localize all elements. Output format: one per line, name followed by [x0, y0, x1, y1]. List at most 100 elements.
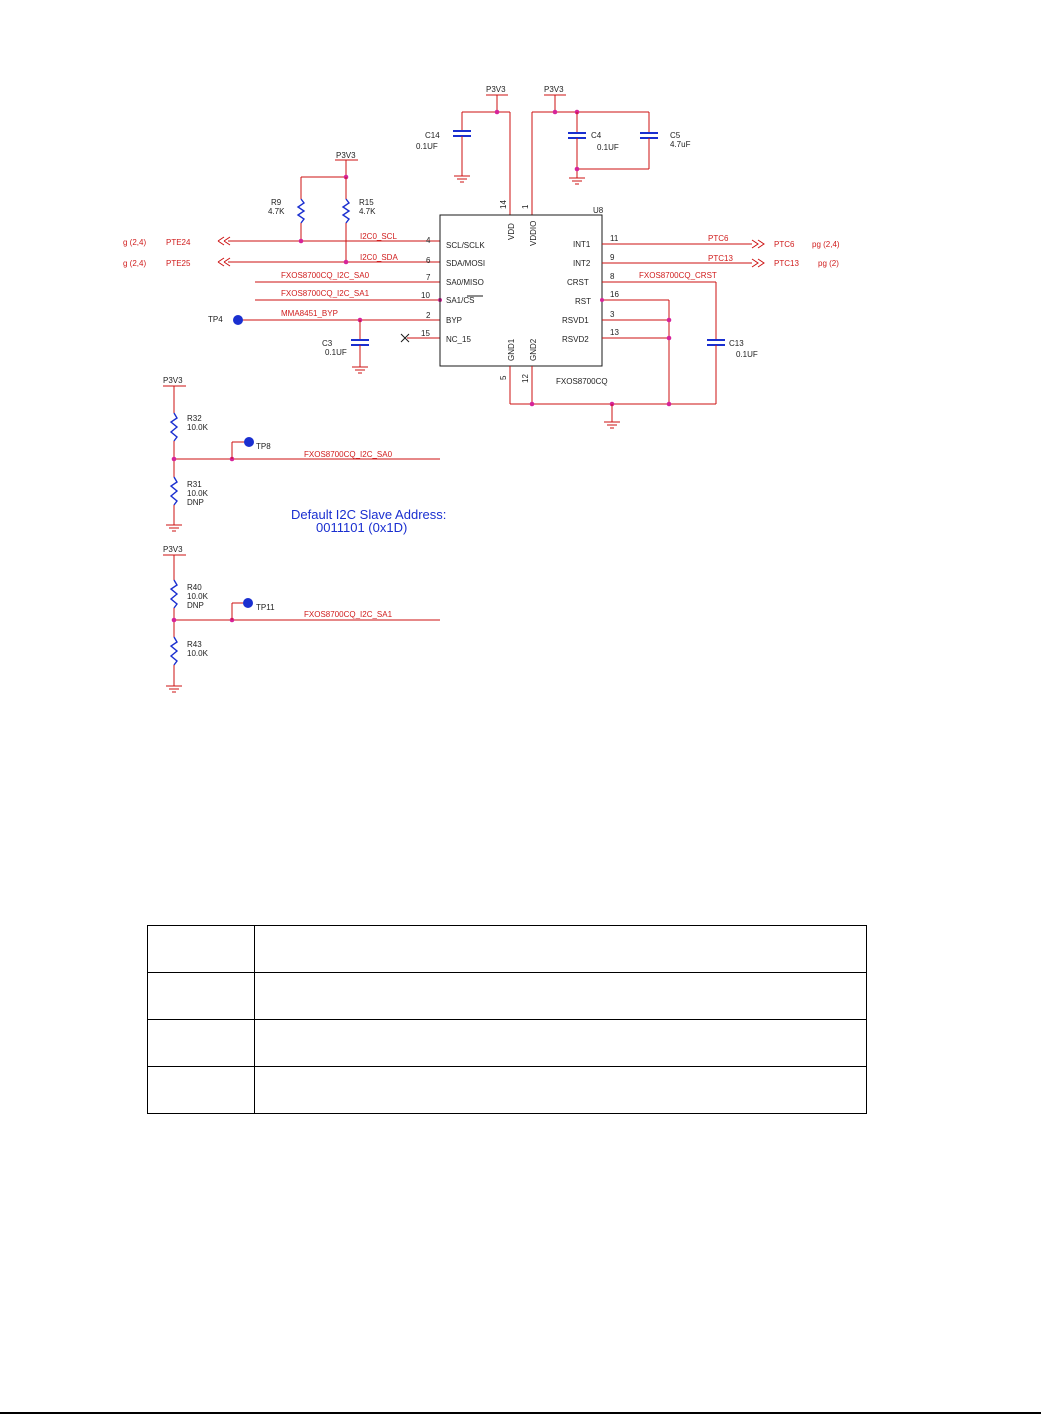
pin-num: 12 — [521, 374, 530, 383]
c4-value: 0.1UF — [597, 143, 619, 152]
pin-name: NC_15 — [446, 335, 471, 344]
pin-num: 11 — [610, 234, 619, 243]
schematic-diagram: P3V3 C14 0.1UF P3V3 C4 0.1UF C5 4.7 — [123, 85, 840, 693]
r32-value: 10.0K — [187, 423, 209, 432]
footer-rule — [0, 1412, 1041, 1414]
pin-num: 15 — [421, 329, 430, 338]
net-sa1: FXOS8700CQ_I2C_SA1 — [281, 289, 370, 298]
table-cell — [147, 1019, 255, 1067]
power-label: P3V3 — [336, 151, 356, 160]
offpage-page-1: g (2,4) — [123, 238, 146, 247]
testpoint-tp4 — [233, 315, 243, 325]
power-label: P3V3 — [486, 85, 506, 94]
tp8-label: TP8 — [256, 442, 271, 451]
pin-num: 14 — [499, 200, 508, 209]
table-cell — [147, 1066, 255, 1114]
offpage-port-pte25: PTE25 — [166, 259, 191, 268]
p3v3-rail-vddio: P3V3 C4 0.1UF C5 4.7uF — [531, 85, 691, 215]
r43-value: 10.0K — [187, 649, 209, 658]
table-cell — [147, 925, 255, 973]
net-sda: I2C0_SDA — [360, 253, 398, 262]
net-ptc13: PTC13 — [708, 254, 733, 263]
pin-name: GND1 — [507, 338, 516, 361]
pin-name: GND2 — [529, 338, 538, 361]
right-signals: PTC6 PTC6 pg (2,4) PTC13 PTC13 pg (2) FX… — [509, 234, 840, 429]
r43-ref: R43 — [187, 640, 202, 649]
offpage-port-ptc6: PTC6 — [774, 240, 795, 249]
pin-num: 7 — [426, 273, 431, 282]
net-scl: I2C0_SCL — [360, 232, 397, 241]
pin-num: 9 — [610, 253, 615, 262]
c13-value: 0.1UF — [736, 350, 758, 359]
c14-ref: C14 — [425, 131, 440, 140]
power-label: P3V3 — [163, 376, 183, 385]
pin-name: INT1 — [573, 240, 591, 249]
pin-name: SCL/SCLK — [446, 241, 485, 250]
r15-ref: R15 — [359, 198, 374, 207]
pin-num: 8 — [610, 272, 615, 281]
pin-name: SA0/MISO — [446, 278, 484, 287]
pin-name: RSVD1 — [562, 316, 589, 325]
pin-num: 10 — [421, 291, 430, 300]
p3v3-rail-vdd: P3V3 C14 0.1UF — [416, 85, 511, 215]
pin-num: 2 — [426, 311, 431, 320]
c3-ref: C3 — [322, 339, 333, 348]
r40-value: 10.0K — [187, 592, 209, 601]
pin-name: BYP — [446, 316, 462, 325]
c5-value: 4.7uF — [670, 140, 691, 149]
pin-name: SDA/MOSI — [446, 259, 485, 268]
pin-num: 3 — [610, 310, 615, 319]
sa1-divider: P3V3 R40 10.0K DNP TP11 FXOS8700CQ_I2C_S… — [163, 545, 440, 693]
offpage-port-ptc13: PTC13 — [774, 259, 799, 268]
testpoint-tp11 — [243, 598, 253, 608]
tp4-label: TP4 — [208, 315, 223, 324]
tp11-label: TP11 — [256, 603, 275, 612]
power-label: P3V3 — [544, 85, 564, 94]
table-cell — [254, 972, 867, 1020]
r40-ref: R40 — [187, 583, 202, 592]
pin-name: CRST — [567, 278, 589, 287]
net-sa0-divider: FXOS8700CQ_I2C_SA0 — [304, 450, 393, 459]
address-table — [147, 925, 867, 1114]
pin-num: 5 — [499, 375, 508, 380]
testpoint-tp8 — [244, 437, 254, 447]
table-cell — [147, 972, 255, 1020]
r31-ref: R31 — [187, 480, 202, 489]
c14-value: 0.1UF — [416, 142, 438, 151]
pin-num: 1 — [521, 204, 530, 209]
ic-u8: U8 FXOS8700CQ 4 SCL/SCLK 6 SDA/MOSI 7 SA… — [421, 200, 619, 386]
left-signals: g (2,4) PTE24 I2C0_SCL g (2,4) PTE25 I2C… — [123, 232, 442, 374]
ic-part: FXOS8700CQ — [556, 377, 608, 386]
ic-ref: U8 — [593, 206, 604, 215]
pin-num: 6 — [426, 256, 431, 265]
table-row — [147, 925, 867, 973]
r31-note: DNP — [187, 498, 204, 507]
r15-value: 4.7K — [359, 207, 376, 216]
offpage-page-ptc6: pg (2,4) — [812, 240, 840, 249]
offpage-page-2: g (2,4) — [123, 259, 146, 268]
c13-ref: C13 — [729, 339, 744, 348]
pin-name: RSVD2 — [562, 335, 589, 344]
pin-name: INT2 — [573, 259, 591, 268]
r31-value: 10.0K — [187, 489, 209, 498]
table-row — [147, 1066, 867, 1114]
table-row — [147, 972, 867, 1020]
table-cell — [254, 925, 867, 973]
r32-ref: R32 — [187, 414, 202, 423]
pin-num: 13 — [610, 328, 619, 337]
c5-ref: C5 — [670, 131, 681, 140]
i2c-pullups: P3V3 R9 4.7K R15 4.7K — [268, 151, 376, 260]
r9-ref: R9 — [271, 198, 282, 207]
r9-value: 4.7K — [268, 207, 285, 216]
net-ptc6: PTC6 — [708, 234, 729, 243]
pin-num: 16 — [610, 290, 619, 299]
pin-name: SA1/CS — [446, 296, 474, 305]
address-note-line2: 0011101 (0x1D) — [316, 520, 407, 535]
pin-name: VDD — [507, 223, 516, 240]
address-note-line1: Default I2C Slave Address: — [291, 507, 446, 522]
offpage-port-pte24: PTE24 — [166, 238, 191, 247]
pin-name: RST — [575, 297, 591, 306]
offpage-page-ptc13: pg (2) — [818, 259, 839, 268]
table-cell — [254, 1066, 867, 1114]
net-crst: FXOS8700CQ_CRST — [639, 271, 717, 280]
